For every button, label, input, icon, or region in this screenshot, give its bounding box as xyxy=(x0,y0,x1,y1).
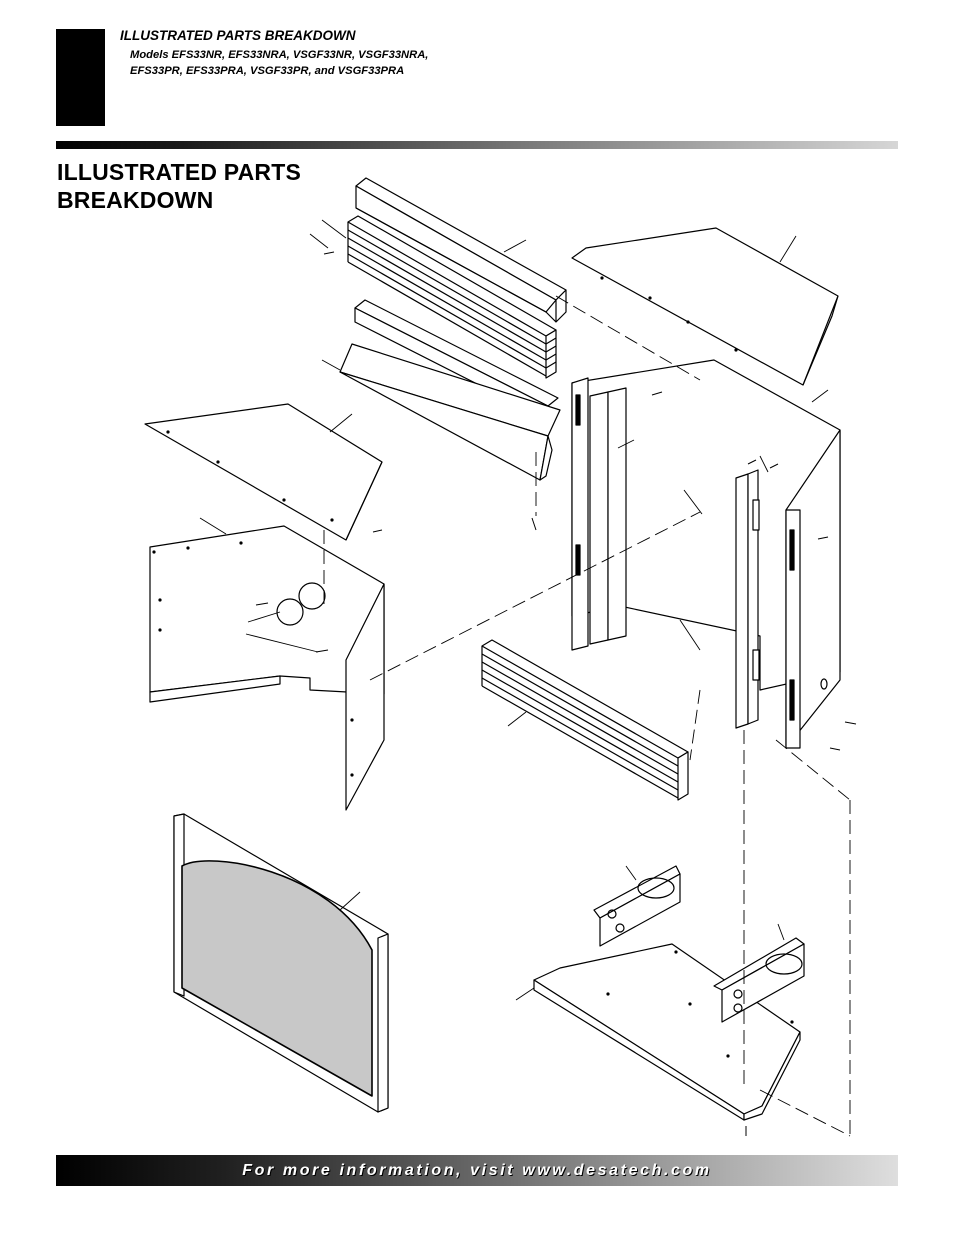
fastener-holes xyxy=(152,276,794,1058)
top-louver-cap xyxy=(355,177,567,323)
page-title-line-2: BREAKDOWN xyxy=(57,187,214,213)
glass-door xyxy=(173,813,389,1113)
page-title: ILLUSTRATED PARTS BREAKDOWN xyxy=(57,158,301,214)
top-louver-assembly xyxy=(347,215,557,379)
lower-deflector xyxy=(339,343,561,481)
left-side-panel xyxy=(149,525,385,811)
right-vertical-rails xyxy=(735,469,760,729)
page-title-line-1: ILLUSTRATED PARTS xyxy=(57,159,302,185)
left-vertical-rails xyxy=(571,377,627,651)
valve-bracket-left xyxy=(593,865,681,947)
left-top-panel xyxy=(144,403,383,541)
footer-banner: For more information, visit www.desatech… xyxy=(56,1155,898,1186)
lower-louver xyxy=(481,639,689,801)
right-top-panel xyxy=(571,227,839,386)
section-tab-marker xyxy=(56,29,105,126)
header-models-line-1: Models EFS33NR, EFS33NRA, VSGF33NR, VSGF… xyxy=(130,49,429,61)
header-section-title: ILLUSTRATED PARTS BREAKDOWN xyxy=(120,28,356,43)
header-models-line-2: EFS33PR, EFS33PRA, VSGF33PR, and VSGF33P… xyxy=(130,64,405,77)
valve-bracket-right xyxy=(713,937,805,1023)
header-gradient-rule xyxy=(56,141,898,149)
assembly-guide-lines xyxy=(323,295,851,1137)
callout-leaders xyxy=(199,219,829,1001)
footer-text: For more information, visit www.desatech… xyxy=(242,1161,712,1179)
header-models: Models EFS33NR, EFS33NRA, VSGF33NR, VSGF… xyxy=(130,48,428,79)
